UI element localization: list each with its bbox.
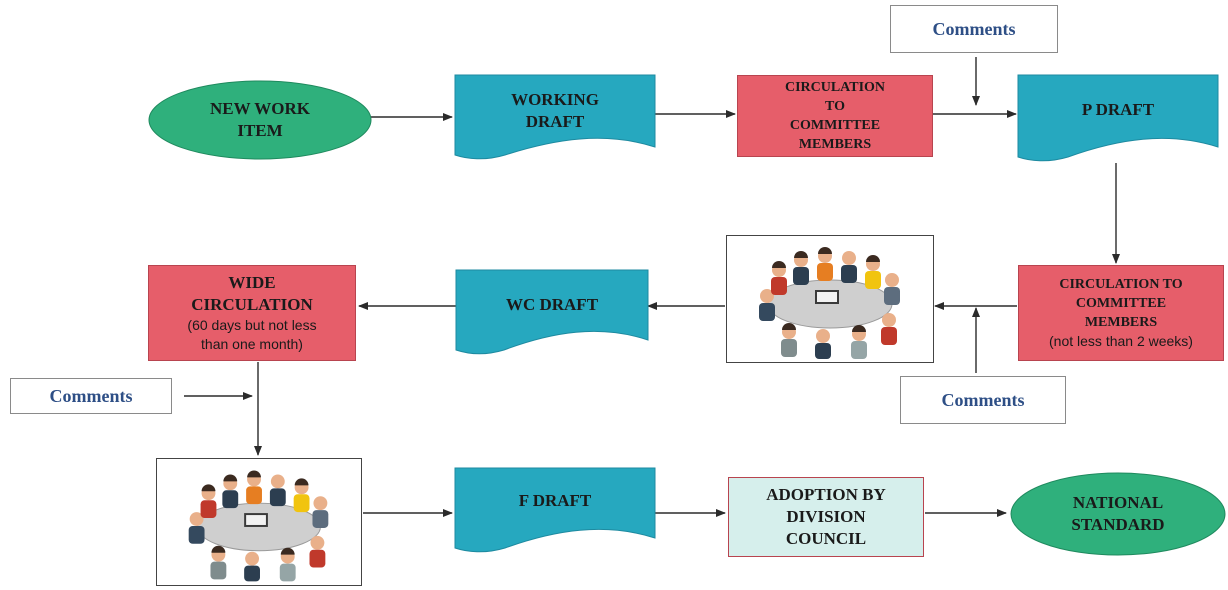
circulation2-line-2: COMMITTEE [1075, 296, 1167, 311]
working-draft-line-2: DRAFT [525, 112, 585, 131]
f-draft-label: F DRAFT [455, 473, 655, 529]
working-draft-shape [454, 74, 656, 160]
circulation-line-2: TO [825, 99, 845, 114]
comments-box-top: Comments [890, 5, 1058, 53]
wide-circulation-box [148, 265, 356, 361]
new-work-item-shape [148, 80, 372, 160]
f-draft-shape [454, 467, 656, 553]
p-draft-line-1: P DRAFT [1081, 100, 1155, 119]
national-standard-line-1: NATIONAL [1072, 493, 1164, 512]
committee-meeting-illustration-2 [156, 458, 362, 586]
adoption-line-2: DIVISION [786, 507, 866, 526]
wide-circulation-note-2: than one month) [201, 336, 303, 352]
wc-draft-label: WC DRAFT [456, 275, 648, 335]
circulation-line-1: CIRCULATION [784, 80, 886, 95]
new-work-item-label: NEW WORK ITEM [148, 80, 372, 160]
adoption-line-1: ADOPTION BY [766, 485, 886, 504]
adoption-line-3: COUNCIL [785, 529, 867, 548]
wide-circulation-label: WIDE CIRCULATION (60 days but not less t… [148, 265, 356, 361]
circulation2-line-3: MEMBERS [1084, 315, 1158, 330]
meeting-scene-2 [188, 470, 329, 582]
working-draft-line-1: WORKING [511, 90, 599, 109]
national-standard-shape [1010, 472, 1226, 556]
circulation-line-4: MEMBERS [798, 137, 872, 152]
new-work-item-line-2: ITEM [237, 121, 283, 140]
circulation-committee-2-label: CIRCULATION TO COMMITTEE MEMBERS (not le… [1018, 265, 1224, 361]
circulation-line-3: COMMITTEE [789, 118, 881, 133]
wide-circulation-line-2: CIRCULATION [191, 295, 313, 314]
circulation-committee-box [737, 75, 933, 157]
comments-box-right: Comments [900, 376, 1066, 424]
circulation-committee-label: CIRCULATION TO COMMITTEE MEMBERS [737, 75, 933, 157]
comments-box-left: Comments [10, 378, 172, 414]
p-draft-label: P DRAFT [1018, 80, 1218, 140]
p-draft-shape [1017, 74, 1219, 162]
circulation-committee-2-box [1018, 265, 1224, 361]
f-draft-line-1: F DRAFT [518, 491, 592, 510]
meeting-scene-1 [759, 247, 900, 359]
national-standard-line-2: STANDARD [1071, 515, 1165, 534]
wc-draft-shape [455, 269, 649, 355]
wc-draft-line-1: WC DRAFT [505, 295, 599, 314]
committee-meeting-illustration [726, 235, 934, 363]
circulation2-note: (not less than 2 weeks) [1049, 333, 1193, 349]
circulation2-line-1: CIRCULATION TO [1059, 277, 1183, 292]
working-draft-label: WORKING DRAFT [455, 80, 655, 142]
adoption-label: ADOPTION BY DIVISION COUNCIL [728, 477, 924, 557]
wide-circulation-line-1: WIDE [228, 273, 276, 292]
national-standard-label: NATIONAL STANDARD [1010, 472, 1226, 556]
wide-circulation-note-1: (60 days but not less [187, 317, 317, 333]
adoption-box [728, 477, 924, 557]
new-work-item-line-1: NEW WORK [210, 99, 310, 118]
